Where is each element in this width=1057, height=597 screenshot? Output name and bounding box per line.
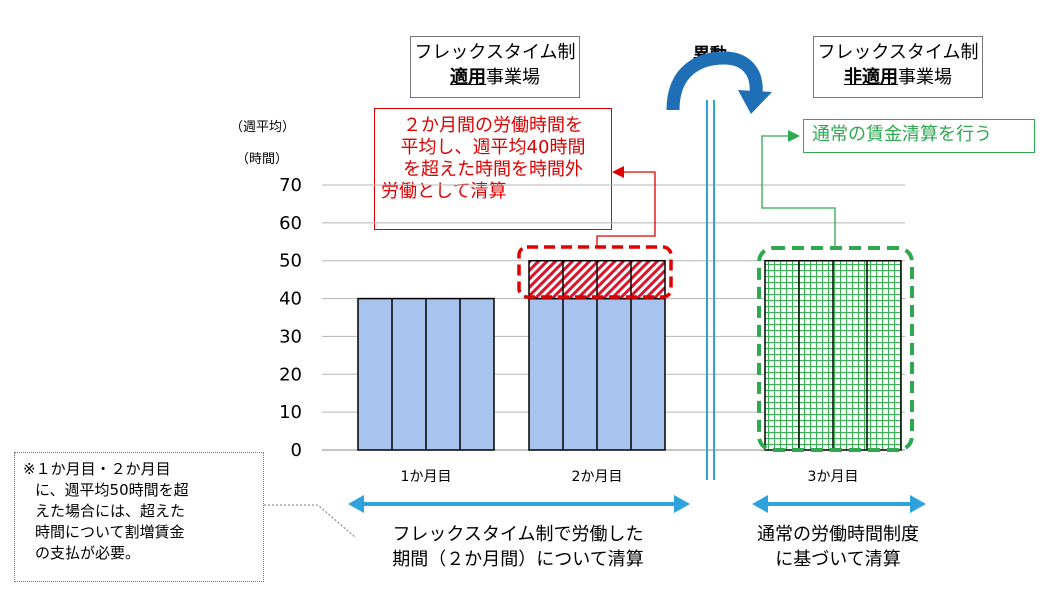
- flex-applied-line1: フレックスタイム制: [414, 42, 576, 63]
- transfer-arrow-curve: [666, 51, 763, 111]
- red-note-line4: 労働として清算: [381, 181, 507, 202]
- footnote-line4: 時間について割増賃金: [35, 523, 185, 541]
- y-tick-label: 30: [279, 326, 302, 347]
- footnote-line2: に、週平均50時間を超: [35, 481, 189, 499]
- footnote-box: ※１か月目・２か月目 に、週平均50時間を超 えた場合には、超えた 時間について…: [14, 452, 264, 582]
- y-tick-label: 70: [279, 175, 302, 196]
- bar-excess: [528, 259, 666, 300]
- footnote-line1: ※１か月目・２か月目: [23, 460, 171, 478]
- red-note-line1: ２か月間の労働時間を: [403, 115, 583, 136]
- y-unit-line2: （時間）: [236, 152, 289, 167]
- x-category-label: 3か月目: [808, 469, 859, 485]
- caption-right-line1: 通常の労働時間制度: [757, 524, 919, 545]
- flex-not-applied-rest: 事業場: [898, 67, 952, 88]
- y-tick-label: 20: [279, 364, 302, 385]
- caption-right-line2: に基づいて清算: [775, 549, 901, 570]
- y-tick-label: 40: [279, 289, 302, 310]
- footnote-connector: [264, 504, 357, 539]
- y-tick-label: 50: [279, 251, 302, 272]
- y-tick-label: 0: [291, 440, 302, 461]
- x-category-label: 2か月目: [572, 469, 623, 485]
- green-dashed-highlight: [757, 246, 914, 452]
- caption-left-line1: フレックスタイム制で労働した: [392, 524, 644, 545]
- flex-not-applied-bold: 非適用: [844, 67, 898, 88]
- red-note-line3: を超えた時間を時間外: [403, 159, 583, 180]
- flex-not-applied-box: フレックスタイム制 非適用事業場: [813, 36, 983, 98]
- green-arrowhead: [788, 130, 800, 142]
- footnote-line5: の支払が必要。: [35, 544, 141, 562]
- bar-base: [357, 297, 495, 451]
- transfer-arrowhead: [738, 90, 772, 114]
- red-note: ２か月間の労働時間を 平均し、週平均40時間 を超えた時間を時間外 労働として清…: [374, 108, 612, 230]
- footnote-line3: えた場合には、超えた: [35, 502, 186, 520]
- right-period-arrow-head-right: [910, 495, 926, 513]
- flex-applied-box: フレックスタイム制 適用事業場: [410, 36, 580, 98]
- y-unit-line1: （週平均）: [230, 120, 296, 135]
- red-dashed-highlight: [517, 245, 673, 299]
- red-arrowhead: [612, 166, 624, 178]
- y-tick-label: 60: [279, 213, 302, 234]
- left-period-arrow-head-left: [348, 495, 364, 513]
- green-note: 通常の賃金清算を行う: [803, 119, 1035, 153]
- left-period-arrow-head-right: [674, 495, 690, 513]
- caption-left: フレックスタイム制で労働した 期間（２か月間）について清算: [358, 522, 678, 572]
- bar-base: [764, 259, 902, 451]
- x-category-label: 1か月目: [401, 469, 452, 485]
- flex-not-applied-line1: フレックスタイム制: [817, 42, 979, 63]
- right-period-arrow-head-left: [752, 495, 768, 513]
- flex-applied-bold: 適用: [450, 67, 486, 88]
- bar-base: [528, 297, 666, 451]
- y-tick-label: 10: [279, 402, 302, 423]
- flex-applied-rest: 事業場: [486, 67, 540, 88]
- caption-left-line2: 期間（２か月間）について清算: [392, 549, 644, 570]
- caption-right: 通常の労働時間制度 に基づいて清算: [738, 522, 938, 572]
- transfer-label: 異動: [693, 45, 727, 65]
- red-note-line2: 平均し、週平均40時間: [400, 137, 586, 158]
